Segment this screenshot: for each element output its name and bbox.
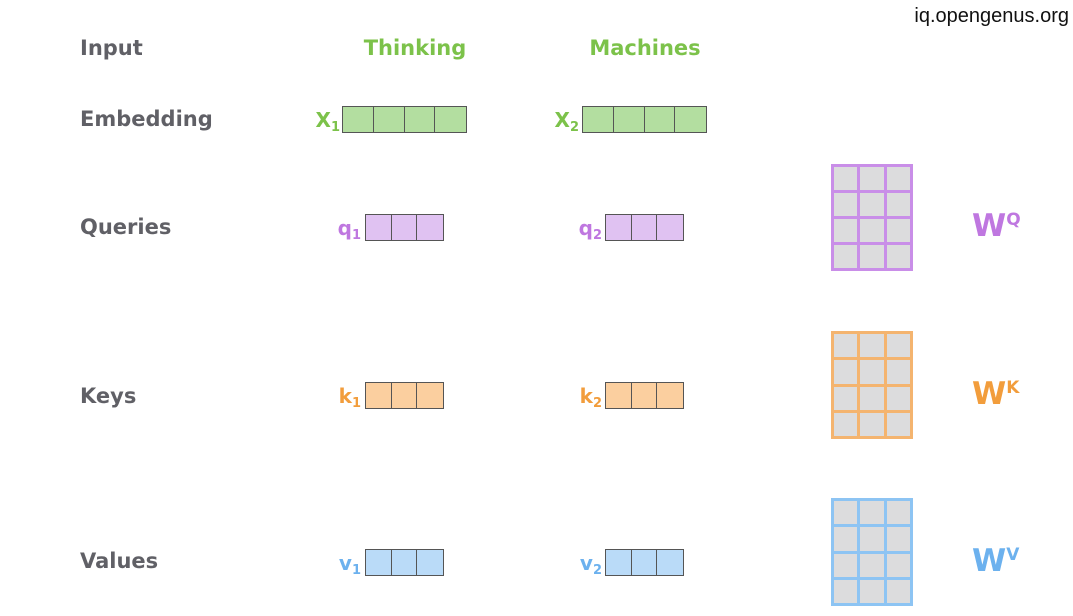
row-label-embedding: Embedding [80, 107, 213, 131]
value-vector-v1 [365, 549, 444, 576]
symbol-x1: X1 [315, 108, 340, 135]
weight-matrix-wq [831, 164, 913, 271]
row-label-values: Values [80, 549, 159, 573]
input-word-machines: Machines [589, 36, 701, 60]
query-vector-q1 [365, 214, 444, 241]
input-word-thinking: Thinking [363, 36, 467, 60]
embedding-vector-x2 [582, 106, 707, 133]
row-label-queries: Queries [80, 215, 172, 239]
query-vector-q2 [605, 214, 684, 241]
weight-matrix-wk [831, 331, 913, 439]
symbol-v2: v2 [579, 551, 602, 578]
symbol-x2: X2 [554, 108, 579, 135]
weight-label-wk: WK [972, 376, 1020, 412]
watermark: iq.opengenus.org [914, 5, 1069, 27]
weight-matrix-wv [831, 498, 913, 606]
value-vector-v2 [605, 549, 684, 576]
symbol-k2: k2 [579, 384, 602, 411]
key-vector-k2 [605, 382, 684, 409]
row-label-keys: Keys [80, 384, 137, 408]
symbol-q2: q2 [578, 216, 602, 243]
weight-label-wq: WQ [972, 208, 1021, 244]
symbol-k1: k1 [338, 384, 361, 411]
weight-label-wv: WV [972, 543, 1020, 579]
symbol-v1: v1 [338, 551, 361, 578]
key-vector-k1 [365, 382, 444, 409]
symbol-q1: q1 [337, 216, 361, 243]
embedding-vector-x1 [342, 106, 467, 133]
row-label-input: Input [80, 36, 143, 60]
